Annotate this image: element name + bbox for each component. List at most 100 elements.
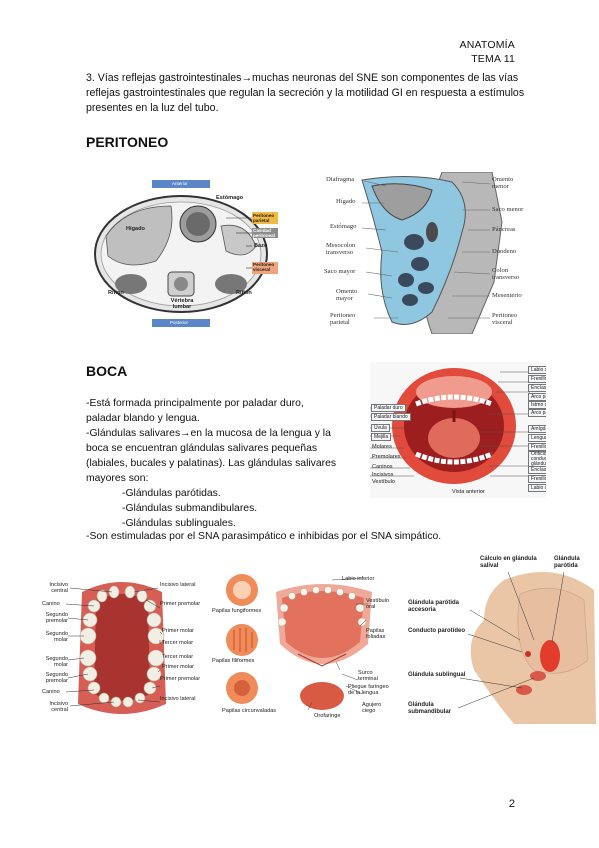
tooth-label-l1: Incisivo central: [49, 582, 68, 594]
label-peritoneo-visceral-sag: Peritoneo visceral: [492, 312, 518, 326]
tongue-label-agujero: Agujero ciego: [362, 702, 382, 714]
mouth-label-r12: Frenillo del labio inferior: [528, 475, 546, 483]
salivary-glands-illustration: [457, 571, 596, 724]
tongue-label-vestibulo: Vestíbulo oral: [366, 598, 390, 610]
gland-label-sublingual: Glándula sublingual: [408, 672, 466, 678]
peritoneum-sagittal-figure: Diafragma Hígado Estómago Mesocolon tran…: [322, 172, 540, 334]
gland-label-accesoria: Glándula parótida accesoria: [408, 600, 460, 613]
mouth-label-l6: Premolares: [372, 454, 401, 460]
mouth-label-l3: Úvula: [371, 424, 390, 432]
mouth-label-r3: Encías: [528, 384, 546, 392]
gland-label-submandibular: Glándula submandibular: [408, 702, 452, 715]
label-estomago-sag: Estómago: [330, 223, 357, 230]
label-duodeno: Duodeno: [492, 248, 517, 255]
mouth-label-l8: Incisivos: [372, 472, 394, 478]
boca-line-6: mayores son:: [86, 473, 149, 484]
tooth-label-r4: Tercer molar: [162, 640, 194, 646]
label-peritoneo-parietal: Peritoneo parietal: [253, 213, 275, 223]
teeth-illustration: [65, 582, 166, 714]
label-rinon-right: Riñón: [236, 290, 252, 296]
label-higado: Hígado: [126, 226, 145, 232]
boca-line-4: boca se encuentran glándulas salivares p…: [86, 443, 318, 454]
boca-line-1: -Está formada principalmente por paladar…: [86, 398, 304, 409]
mouth-label-l2: Paladar blando: [371, 413, 411, 421]
mouth-label-r9: Frenillo lingual: [528, 443, 546, 451]
mouth-label-l1: Paladar duro: [371, 404, 406, 412]
label-colon-transverso: Colon transverso: [492, 267, 520, 281]
label-diafragma: Diafragma: [326, 176, 355, 183]
peritoneo-heading: PERITONEO: [86, 134, 169, 150]
mouth-label-l7: Caninos: [372, 464, 393, 470]
tongue-label-labio: Labio inferior: [342, 576, 375, 582]
tongue-label-surco: Surco terminal: [358, 670, 378, 682]
tooth-label-r7: Primer premolar: [160, 676, 201, 682]
teeth-figure: Incisivo central Canino Segundo premolar…: [38, 574, 206, 722]
tooth-label-l2: Canino: [42, 601, 60, 607]
salivary-glands-figure: Cálculo en glándula salival Glándula par…: [404, 550, 596, 724]
tongue-label-foliadas: Papilas foliadas: [366, 628, 386, 640]
tongue-illustration: [226, 574, 372, 711]
header-topic: TEMA 11: [471, 53, 515, 65]
label-bazo: Bazo: [254, 243, 268, 249]
mouth-label-l9: Vestíbulo: [372, 479, 396, 485]
header-subject: ANATOMÍA: [459, 39, 515, 51]
mouth-label-r1: Labio superior (levantado): [528, 366, 546, 374]
gland-item-parotidas: -Glándulas parótidas.: [122, 488, 221, 499]
label-cavidad-peritoneal: Cavidad peritoneal: [253, 228, 275, 238]
tongue-label-fungiformes: Papilas fungiformes: [212, 608, 262, 614]
tongue-label-pliegue: Pliegue faríngeo de la lengua: [348, 684, 389, 696]
gland-label-calculo: Cálculo en glándula salival: [480, 556, 537, 569]
label-mesenterio: Mesenterio: [492, 292, 522, 299]
tooth-label-r1: Incisivo lateral: [160, 582, 196, 588]
cross-section-illustration: [94, 180, 278, 327]
tooth-label-r3: Primer molar: [162, 628, 195, 634]
label-posterior: Posterior: [170, 320, 189, 325]
intro-paragraph: 3. Vías reflejas gastrointestinales→much…: [86, 72, 525, 114]
boca-line-5: (labiales, bucales y palatinas). Las glá…: [86, 458, 337, 469]
label-saco-mayor: Saco mayor: [324, 268, 356, 275]
tooth-label-l4: Segundo molar: [45, 631, 68, 643]
mouth-label-r6: Arco palatofaríngeo: [528, 409, 546, 417]
boca-line-2: paladar blando y lengua.: [86, 413, 200, 424]
label-mesocolon: Mesocolon transverso: [326, 242, 356, 256]
mouth-label-r5: Istmo de las fauces: [528, 401, 546, 409]
label-higado-sag: Hígado: [336, 198, 356, 205]
page-number: 2: [508, 798, 515, 810]
tooth-label-r2: Primer premolar: [160, 601, 201, 607]
label-anterior: Anterior: [172, 181, 188, 186]
peritoneum-cross-section-figure: Anterior Posterior Estómago Hígado Perit…: [86, 176, 298, 332]
boca-heading: BOCA: [86, 363, 128, 379]
boca-text: -Está formada principalmente por paladar…: [86, 396, 366, 531]
tooth-label-r5: Tercer molar: [162, 654, 194, 660]
tooth-label-l8: Incisivo central: [49, 701, 68, 713]
tongue-label-circunvaladas: Papilas circunvaladas: [222, 708, 277, 714]
document-header: ANATOMÍA TEMA 11: [460, 38, 515, 66]
boca-final-line: -Son estimuladas por el SNA parasimpátic…: [86, 531, 442, 542]
mouth-label-l5: Molares: [372, 444, 392, 450]
boca-line-3: -Glándulas salivares→en la mucosa de la …: [86, 428, 331, 439]
label-estomago: Estómago: [216, 195, 244, 201]
label-saco-menor: Saco menor: [492, 206, 524, 213]
tongue-label-filiformes: Papilas filiformes: [212, 658, 255, 664]
mouth-label-bottom: Vista anterior: [452, 489, 485, 495]
label-omento-mayor: Omento mayor: [336, 288, 358, 302]
label-omento-menor: Omento menor: [492, 176, 514, 190]
label-vertebra: Vértebra lumbar: [170, 298, 194, 310]
gland-item-sublinguales: -Glándulas sublinguales.: [122, 518, 236, 529]
gland-label-conducto: Conducto parotídeo: [408, 628, 465, 634]
label-peritoneo-visceral: Peritoneo visceral: [253, 262, 275, 272]
tooth-label-l7: Canino: [42, 689, 60, 695]
gland-label-parotida: Glándula parótida: [554, 556, 580, 569]
tooth-label-l3: Segundo premolar: [45, 612, 68, 624]
tooth-label-l6: Segundo premolar: [45, 672, 68, 684]
tooth-label-r6: Primer molar: [162, 664, 195, 670]
label-rinon-left: Riñón: [108, 290, 124, 296]
gland-item-submandibulares: -Glándulas submandibulares.: [122, 503, 258, 514]
mouth-label-r13: Labio inferior (descendido): [528, 484, 546, 492]
label-pancreas: Páncreas: [492, 226, 516, 233]
label-peritoneo-parietal-sag: Peritoneo parietal: [330, 312, 356, 326]
mouth-label-r2: Frenillo del labio superior: [528, 375, 546, 383]
mouth-label-l4: Mejilla: [371, 433, 392, 441]
tooth-label-r8: Incisivo lateral: [160, 696, 196, 702]
mouth-label-r11: Encías: [528, 466, 546, 474]
